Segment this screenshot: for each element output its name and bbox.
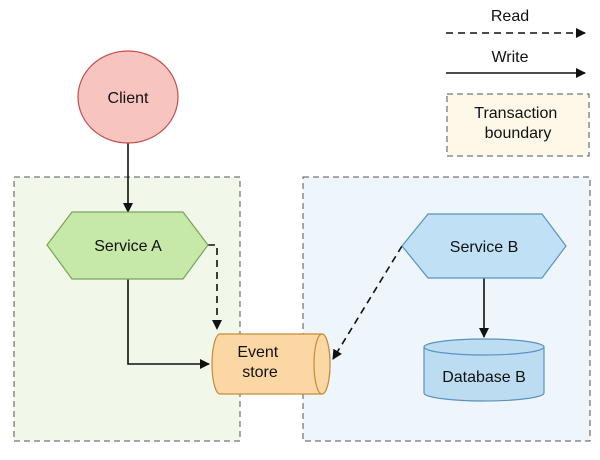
event-store-end-cap xyxy=(313,333,331,395)
service-a-node[interactable]: Service A xyxy=(46,211,209,280)
legend-transaction-boundary-line1: Transaction xyxy=(474,105,557,122)
database-b-top-cap xyxy=(423,338,545,356)
edge-service-a-write-event-store xyxy=(127,279,210,369)
event-store-label-line1: Event xyxy=(237,344,278,361)
client-label: Client xyxy=(108,90,149,107)
service-a-label: Service A xyxy=(94,238,162,255)
database-b-node[interactable]: Database B xyxy=(423,338,545,402)
legend-transaction-boundary-swatch xyxy=(446,93,590,157)
event-store-label-line2: store xyxy=(242,364,278,381)
service-b-shape xyxy=(401,213,567,279)
legend-transaction-boundary-label: Transaction boundary xyxy=(474,105,561,142)
edge-service-a-read-event-store xyxy=(208,244,222,330)
edge-service-b-read-event-store xyxy=(332,245,403,360)
legend: Read Write Transaction boundary xyxy=(446,8,590,157)
database-b-label: Database B xyxy=(442,369,526,386)
client-node[interactable]: Client xyxy=(77,50,179,144)
service-b-label: Service B xyxy=(450,239,518,256)
legend-transaction-boundary-line2: boundary xyxy=(485,125,552,142)
service-b-node[interactable]: Service B xyxy=(401,213,567,279)
client-shape xyxy=(77,50,179,144)
database-b-body xyxy=(423,347,545,402)
legend-read-label: Read xyxy=(491,8,529,25)
service-a-shape xyxy=(46,211,209,280)
event-store-node[interactable]: Event store xyxy=(211,333,331,395)
event-store-label: Event store xyxy=(237,344,282,381)
legend-write-label: Write xyxy=(491,49,528,66)
